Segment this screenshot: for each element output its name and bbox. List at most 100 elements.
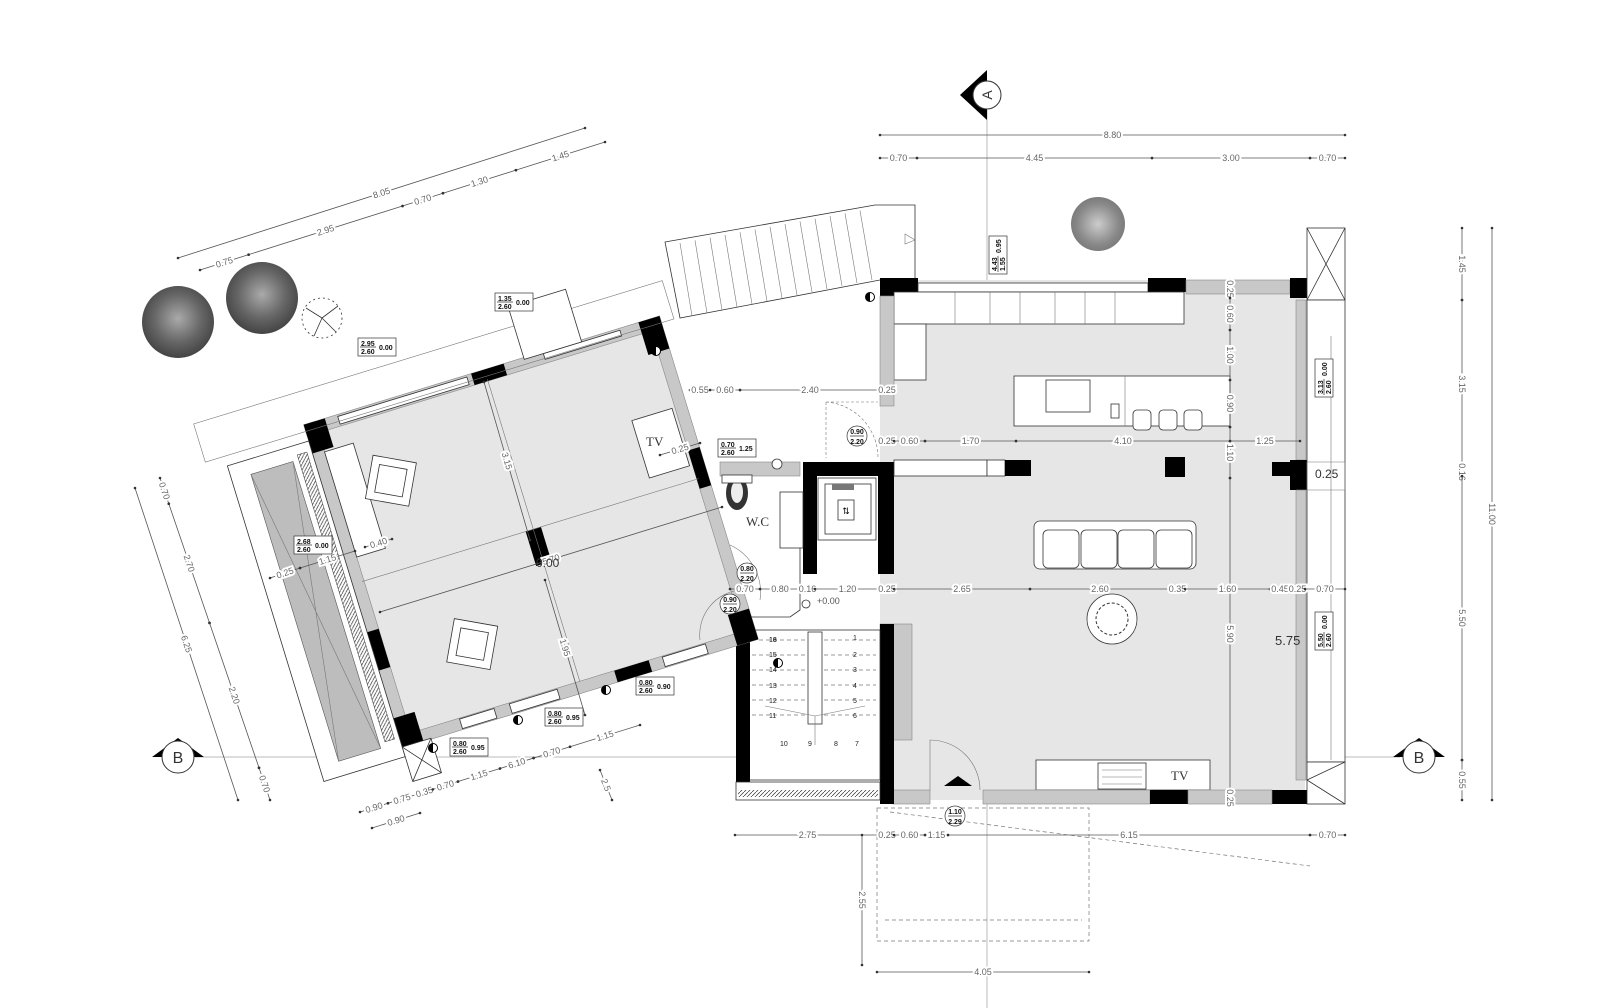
- dimension-label: 0.16: [799, 584, 817, 594]
- dimension-label: 2.60: [1091, 584, 1109, 594]
- kitchen-island: [1013, 375, 1231, 431]
- column-marker-icon: [513, 715, 523, 725]
- door-height: 2.20: [740, 576, 754, 583]
- dimension-label: 0.25: [878, 584, 896, 594]
- door-tag: 0.802.20: [736, 562, 758, 584]
- stair-number: 14: [769, 667, 777, 674]
- window-tag: 2.682.600.00: [293, 535, 333, 555]
- level-label: +0.00: [817, 596, 840, 606]
- column-marker-icon: [601, 685, 611, 695]
- dimension-label: 1.10: [1225, 444, 1235, 462]
- center-level-label: 0.00: [536, 556, 560, 570]
- window-height: 1.55: [1000, 257, 1007, 271]
- dimension-label: 1.30: [470, 174, 490, 189]
- window-height: 2.60: [1326, 380, 1333, 394]
- door-tag: 1.102.29: [944, 805, 966, 827]
- window-height: 2.60: [498, 304, 512, 311]
- dimension-label: 2.5: [599, 777, 613, 792]
- window-height: 2.60: [297, 547, 311, 554]
- dimension-label: 1.15: [469, 768, 489, 783]
- height-label-small: 0.25: [1315, 467, 1339, 481]
- dimension-label: 1.15: [928, 830, 946, 840]
- dimension-label: 0.90: [364, 800, 384, 815]
- bar-stool-icon: [1158, 409, 1178, 431]
- column-marker-icon: [865, 292, 875, 302]
- window-sill: 0.00: [1322, 362, 1329, 376]
- dimension-label: 0.90: [386, 813, 406, 828]
- window-tag: 0.802.600.90: [635, 676, 675, 696]
- dimension-label: 6.15: [1120, 830, 1138, 840]
- dimension-label: 0.60: [716, 385, 734, 395]
- tv-label-right: TV: [1171, 768, 1189, 783]
- dimension-label: 0.70: [736, 584, 754, 594]
- section-marker-a: A: [960, 70, 1002, 120]
- dimension-label: 0.45: [1271, 584, 1289, 594]
- stair-number: 6: [853, 713, 857, 720]
- tree-icon: [142, 286, 214, 358]
- dimension-label: 5.90: [1225, 625, 1235, 643]
- entrance-arrow-icon: [944, 776, 972, 786]
- stair-number: 5: [853, 698, 857, 705]
- dimension-label: 0.70: [413, 192, 433, 207]
- door-height: 2.29: [948, 819, 962, 826]
- stair-number: 13: [769, 683, 777, 690]
- window-sill: 0.95: [996, 239, 1003, 253]
- window-tag: 0.802.600.95: [449, 737, 489, 757]
- window-tag: 1.352.600.00: [494, 292, 534, 312]
- stair-number: 10: [780, 741, 788, 748]
- stair-number: 11: [769, 713, 776, 720]
- window-width: 3.13: [1318, 380, 1325, 394]
- wc-label: W.C: [746, 514, 769, 529]
- window-width: 5.50: [1318, 633, 1325, 647]
- dimension-label: 2.70: [182, 553, 197, 573]
- sofa: [1033, 520, 1197, 570]
- dimension-label: 0.70: [157, 481, 172, 501]
- tv-label-left: TV: [646, 434, 664, 449]
- column-marker-icon: [428, 743, 438, 753]
- level-marker-icon: [801, 599, 811, 609]
- stair-number: 16: [769, 637, 777, 644]
- dimension-label: 0.35: [415, 785, 435, 800]
- door-tag: 0.902.20: [719, 593, 741, 615]
- height-label-right: 5.75: [1275, 633, 1300, 648]
- window-tag: 0.802.600.95: [544, 707, 584, 727]
- dimension-label: 0.60: [901, 436, 919, 446]
- svg-text:⇅: ⇅: [842, 506, 850, 516]
- round-table: [1086, 593, 1138, 645]
- stair-number: 12: [769, 698, 777, 705]
- dimension-label: 1.25: [1256, 436, 1274, 446]
- sink-icon: [771, 458, 783, 470]
- door-width: 0.90: [850, 429, 864, 436]
- living-room-block: [193, 280, 759, 782]
- dimension-label: 5.50: [1457, 609, 1467, 627]
- window-width: 0.80: [453, 741, 467, 748]
- window-tag: 0.702.601.25: [717, 438, 757, 458]
- section-marker-b-right: B: [1393, 738, 1445, 774]
- window-sill: 0.95: [566, 715, 580, 722]
- dimension-label: 0.75: [214, 255, 234, 270]
- dimension-label: 0.25: [1225, 280, 1235, 298]
- dimension-label: 0.25: [1289, 584, 1307, 594]
- dimension-label: 0.55: [1457, 771, 1467, 789]
- dimension-label: 1.15: [595, 728, 615, 743]
- main-block: ⇅: [719, 227, 1346, 805]
- dimension-label: 1.60: [1219, 584, 1237, 594]
- section-label-a: A: [979, 90, 995, 100]
- dimension-label: 0.25: [878, 830, 896, 840]
- dimension-label: 3.00: [1222, 153, 1240, 163]
- dimension-label: 6.25: [179, 634, 194, 654]
- dimension-label: 0.70: [1319, 830, 1337, 840]
- dimension-label: 0.60: [901, 830, 919, 840]
- dimension-label: 0.35: [1169, 584, 1187, 594]
- dimension-label: 0.16: [1457, 463, 1467, 481]
- porch: [876, 807, 1311, 942]
- fireplace-icon: [1097, 762, 1147, 790]
- dimension-label: 0.70: [257, 774, 272, 794]
- dimension-label: 4.05: [974, 967, 992, 977]
- stair-number: 4: [853, 683, 857, 690]
- dimension-label: 0.90: [1225, 395, 1235, 413]
- dimension-label: 2.75: [799, 830, 817, 840]
- window-height: 2.60: [548, 719, 562, 726]
